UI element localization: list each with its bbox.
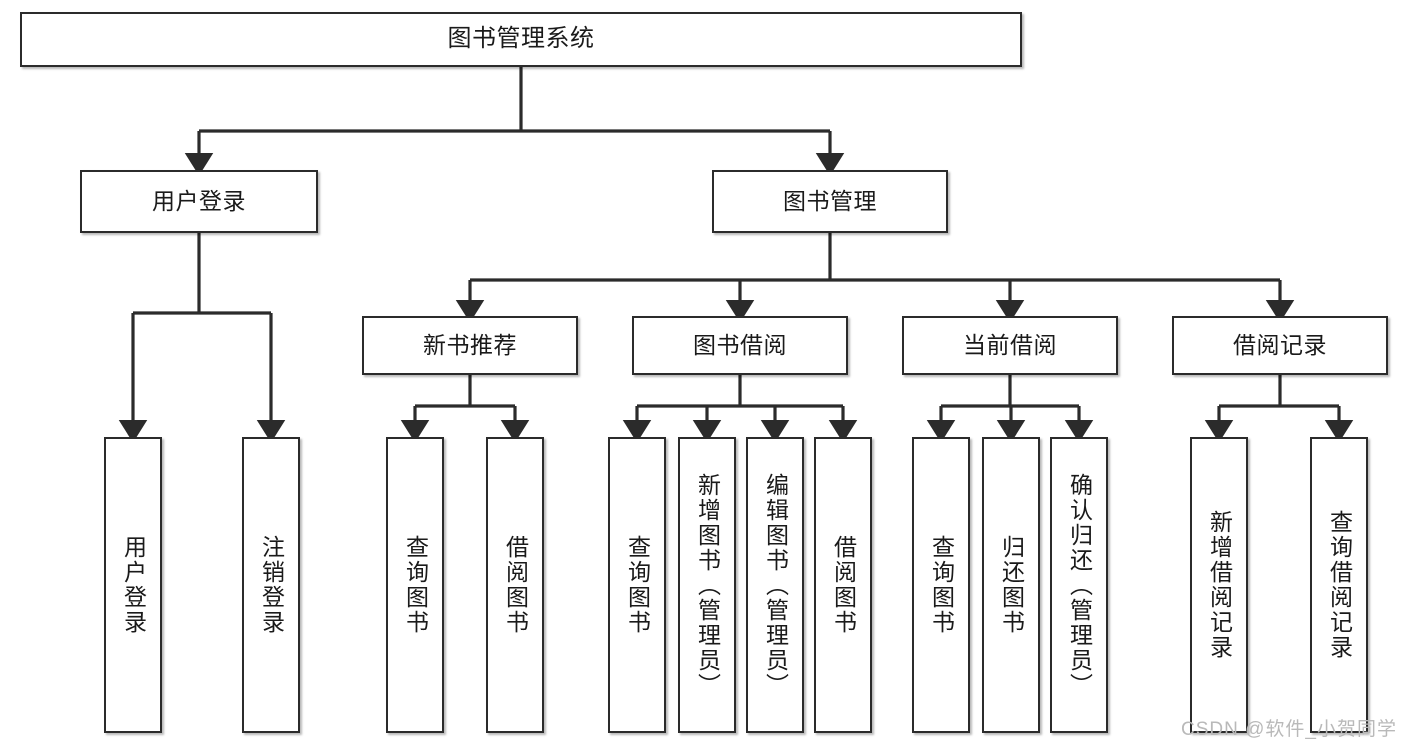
node-label: 查询图书 <box>624 535 651 635</box>
node-label: 注销登录 <box>258 535 285 635</box>
node-label: 借阅记录 <box>1233 331 1327 358</box>
node-book-manage[interactable]: 图书管理 <box>712 170 948 233</box>
node-leaf-user-login[interactable]: 用户登录 <box>104 437 162 733</box>
node-leaf-query-book-current[interactable]: 查询图书 <box>912 437 970 733</box>
node-label: 图书借阅 <box>693 331 787 358</box>
node-label: 用户登录 <box>152 187 246 214</box>
node-leaf-query-book-newbook[interactable]: 查询图书 <box>386 437 444 733</box>
node-root-system[interactable]: 图书管理系统 <box>20 12 1022 67</box>
node-label: 新增借阅记录 <box>1206 510 1233 660</box>
node-leaf-confirm-return-admin[interactable]: 确认归还（管理员） <box>1050 437 1108 733</box>
node-borrow-record[interactable]: 借阅记录 <box>1172 316 1388 375</box>
node-label: 归还图书 <box>998 535 1025 635</box>
node-leaf-add-book-admin[interactable]: 新增图书（管理员） <box>678 437 736 733</box>
node-leaf-return-book[interactable]: 归还图书 <box>982 437 1040 733</box>
node-leaf-logout[interactable]: 注销登录 <box>242 437 300 733</box>
node-label: 查询图书 <box>928 535 955 635</box>
node-user-login[interactable]: 用户登录 <box>80 170 318 233</box>
watermark-text: CSDN @软件_小贺同学 <box>1181 719 1397 740</box>
node-label: 新增图书（管理员） <box>694 472 721 698</box>
node-leaf-edit-book-admin[interactable]: 编辑图书（管理员） <box>746 437 804 733</box>
node-label: 借阅图书 <box>502 535 529 635</box>
node-leaf-query-borrow-record[interactable]: 查询借阅记录 <box>1310 437 1368 733</box>
node-leaf-borrow-book-newbook[interactable]: 借阅图书 <box>486 437 544 733</box>
node-label: 用户登录 <box>120 535 147 635</box>
node-label: 新书推荐 <box>423 331 517 358</box>
node-label: 查询借阅记录 <box>1326 510 1353 660</box>
node-label: 查询图书 <box>402 535 429 635</box>
node-label: 借阅图书 <box>830 535 857 635</box>
node-leaf-query-book-borrow[interactable]: 查询图书 <box>608 437 666 733</box>
node-leaf-add-borrow-record[interactable]: 新增借阅记录 <box>1190 437 1248 733</box>
node-label: 当前借阅 <box>963 331 1057 358</box>
node-leaf-borrow-book-borrow[interactable]: 借阅图书 <box>814 437 872 733</box>
node-book-borrow[interactable]: 图书借阅 <box>632 316 848 375</box>
node-current-borrow[interactable]: 当前借阅 <box>902 316 1118 375</box>
node-label: 确认归还（管理员） <box>1066 472 1093 698</box>
node-new-book-recommend[interactable]: 新书推荐 <box>362 316 578 375</box>
node-label: 图书管理 <box>783 187 877 214</box>
node-label: 图书管理系统 <box>447 25 595 53</box>
node-label: 编辑图书（管理员） <box>762 472 789 698</box>
